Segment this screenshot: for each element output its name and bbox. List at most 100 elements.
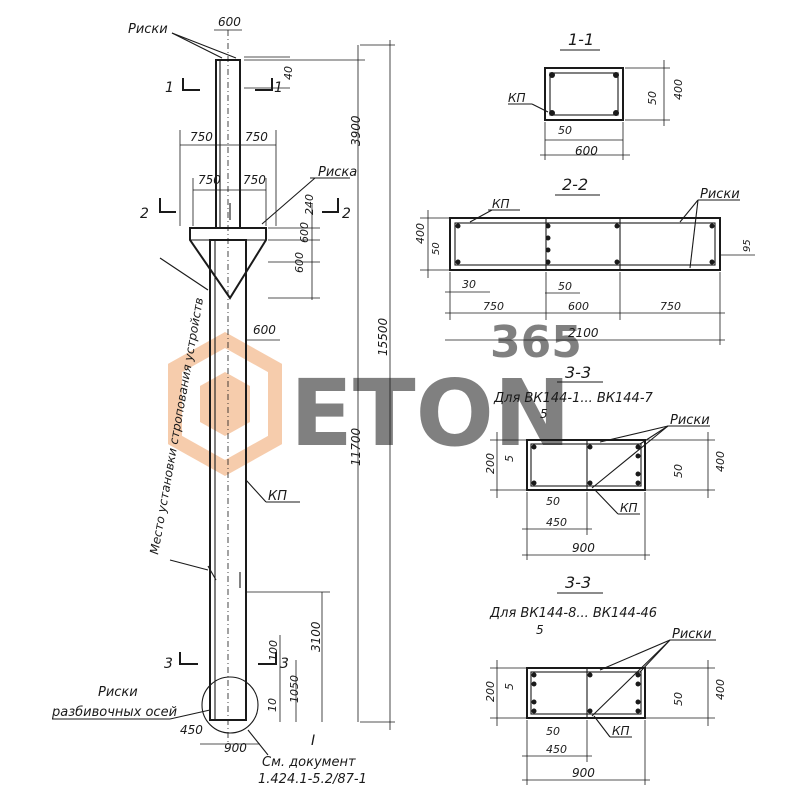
riska-label: Риска <box>318 165 357 180</box>
section-3-3-a-dim-50r: 50 <box>672 464 685 478</box>
risk-note-line1: Риски <box>98 685 138 700</box>
rebar-dot <box>587 444 593 450</box>
section-1-1-dim-50h: 50 <box>558 124 572 137</box>
section-1-left: 1 <box>165 80 174 96</box>
section-3-3-b-dim-450: 450 <box>546 743 567 756</box>
rebar-dot <box>545 247 551 253</box>
rebar-dot <box>545 259 551 265</box>
section-1-1-title: 1-1 <box>568 30 594 49</box>
section-2-2-riski: Риски <box>700 187 740 202</box>
section-2-right: 2 <box>342 206 351 222</box>
section-3-3-a-dim-400: 400 <box>714 451 727 472</box>
rebar-dot <box>635 708 641 714</box>
dim-750-d: 750 <box>243 173 266 187</box>
rebar-dot <box>455 259 461 265</box>
section-1-1-dim-400: 400 <box>672 79 685 100</box>
section-2-2-dim-95: 95 <box>742 239 753 252</box>
rebar-dot <box>635 480 641 486</box>
i-mark: I <box>311 733 315 749</box>
section-3-3-b-subtitle: Для ВК144-8... ВК144-46 <box>489 606 657 621</box>
section-3-3-b-kp: КП <box>612 724 630 738</box>
section-3-3-a: 3-3 Для ВК144-1... ВК144-7 5 Риски 200 5… <box>484 363 727 560</box>
rebar-dot <box>635 471 641 477</box>
section-2-2-dim-750r: 750 <box>660 300 681 313</box>
dim-750-c: 750 <box>198 173 221 187</box>
section-2-2-dim-50: 50 <box>558 280 572 293</box>
section-1-1-dim-50v: 50 <box>646 91 659 105</box>
section-2-2: 2-2 КП Риски 400 50 95 30 50 <box>414 175 755 345</box>
section-1-1-dim-600: 600 <box>575 144 598 158</box>
section-1-1-kp: КП <box>508 91 526 105</box>
section-3-right: 3 <box>280 656 289 672</box>
section-3-3-a-kp: КП <box>620 501 638 515</box>
rebar-dot <box>549 72 555 78</box>
section-2-2-dim-30: 30 <box>462 278 476 291</box>
rebar-dot <box>709 259 715 265</box>
section-3-3-b: 3-3 Для ВК144-8... ВК144-46 5 Риски 200 … <box>484 573 727 785</box>
rebar-dot <box>587 708 593 714</box>
dim-750-a: 750 <box>190 130 213 144</box>
section-3-3-a-dim-5: 5 <box>503 455 516 462</box>
watermark-logo-icon <box>168 331 282 477</box>
section-2-2-dim-400: 400 <box>414 223 427 244</box>
section-3-3-b-dim-50r: 50 <box>672 692 685 706</box>
section-2-2-rebar <box>455 223 715 265</box>
section-3-3-b-dim-400: 400 <box>714 679 727 700</box>
doc-line1: См. документ <box>262 755 356 770</box>
rebar-dot <box>545 235 551 241</box>
section-3-3-b-riski: Риски <box>672 627 712 642</box>
dim-15500: 15500 <box>376 317 390 356</box>
watermark-top-text: 365 <box>490 317 582 368</box>
doc-line2: 1.424.1-5.2/87-1 <box>258 772 367 787</box>
rebar-dot <box>614 223 620 229</box>
dim-100: 100 <box>267 640 280 661</box>
dim-600-shaft: 600 <box>253 323 276 337</box>
dim-900: 900 <box>224 741 247 755</box>
rebar-dot <box>531 444 537 450</box>
rebar-dot <box>635 681 641 687</box>
section-2-2-kp: КП <box>492 197 510 211</box>
dim-450: 450 <box>180 723 203 737</box>
dim-1050: 1050 <box>288 675 301 703</box>
rebar-dot <box>613 110 619 116</box>
dim-600-b: 600 <box>293 252 306 273</box>
section-3-3-a-dim-50: 50 <box>546 495 560 508</box>
section-3-3-b-title: 3-3 <box>565 573 591 592</box>
section-3-3-a-title: 3-3 <box>565 363 591 382</box>
rebar-dot <box>587 480 593 486</box>
section-2-2-dim-600: 600 <box>568 300 589 313</box>
top-riski-label: Риски <box>128 22 168 37</box>
rebar-dot <box>635 453 641 459</box>
section-3-3-b-dim-5-top: 5 <box>536 623 544 637</box>
section-2-2-title: 2-2 <box>562 175 588 194</box>
rebar-dot <box>545 223 551 229</box>
watermark: 365 ETON <box>168 317 582 477</box>
section-3-3-a-dim-900: 900 <box>572 541 595 555</box>
rebar-dot <box>614 259 620 265</box>
section-3-3-b-rebar <box>531 672 641 714</box>
section-3-3-a-subtitle: Для ВК144-1... ВК144-7 <box>493 391 654 406</box>
kp-label: КП <box>268 489 287 504</box>
dim-600-a: 600 <box>298 222 311 243</box>
risk-note-line2: разбивочных осей <box>51 705 177 720</box>
dim-240: 240 <box>303 194 316 215</box>
section-3-3-a-dim-450: 450 <box>546 516 567 529</box>
rebar-dot <box>709 223 715 229</box>
section-2-left: 2 <box>140 206 149 222</box>
dim-40: 40 <box>282 66 295 80</box>
section-2-2-dim-50l: 50 <box>431 242 442 255</box>
rebar-dot <box>531 699 537 705</box>
rebar-dot <box>635 699 641 705</box>
section-3-left: 3 <box>164 656 173 672</box>
rebar-dot <box>531 672 537 678</box>
section-3-3-b-dim-200: 200 <box>484 681 497 702</box>
rebar-dot <box>531 708 537 714</box>
section-3-3-a-dim-5-top: 5 <box>540 407 548 421</box>
rebar-dot <box>635 444 641 450</box>
rebar-dot <box>613 72 619 78</box>
rebar-dot <box>531 480 537 486</box>
dim-750-b: 750 <box>245 130 268 144</box>
section-3-3-a-riski: Риски <box>670 413 710 428</box>
